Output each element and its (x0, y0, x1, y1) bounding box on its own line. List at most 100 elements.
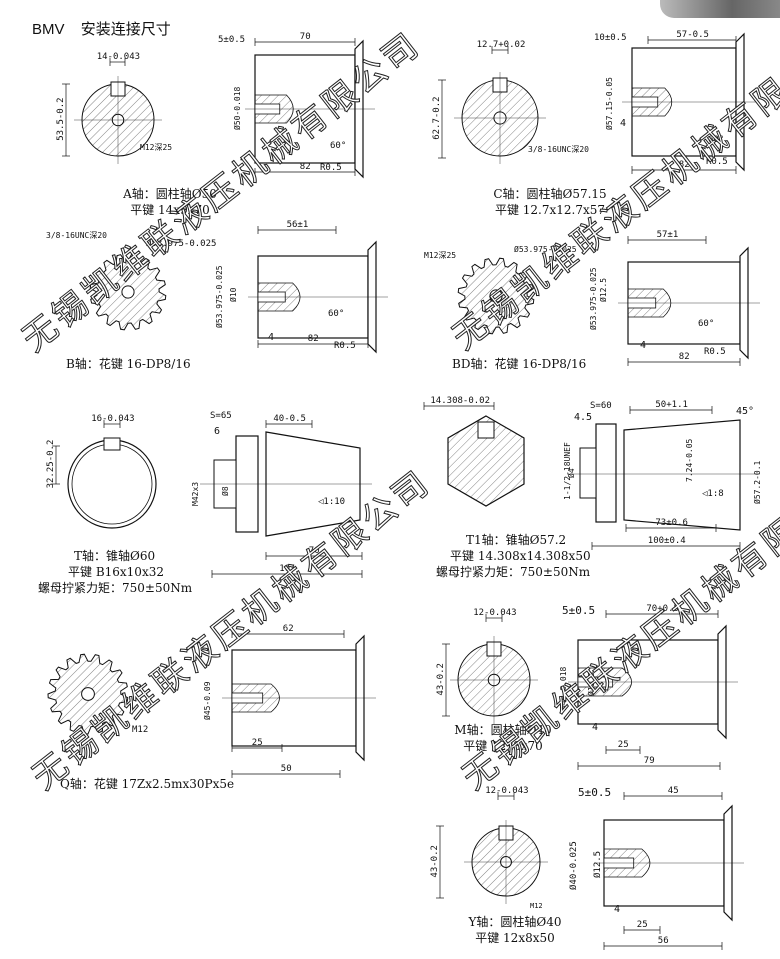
T1-hex-section (447, 415, 525, 507)
T1-gauge-dia: 7.24-0.05 (685, 438, 694, 482)
Y-key-width: 12-0.043 (485, 786, 528, 796)
T1-angle: 45° (736, 406, 754, 417)
T-diameter: 32.25-0.2 (46, 440, 56, 489)
BD-shaft-length: 57±1 (657, 230, 679, 240)
caption-A: A轴：圆柱轴Ø50 平键 14x9x70 (60, 186, 280, 218)
B-small-length: 4 (268, 332, 274, 343)
caption-T-line2: 平键 B16x10x32 (68, 565, 164, 579)
M-shaft-length: 70+0.5 (646, 604, 679, 614)
C-angle: 60° (708, 135, 724, 145)
C-key-length: 10±0.5 (594, 33, 627, 43)
M-diameter: 43-0.2 (436, 663, 446, 696)
B-thread-label: 3/8-16UNC深20 (46, 231, 107, 240)
T1-taper (623, 419, 741, 531)
C-key-width: 12.7+0.02 (477, 40, 526, 50)
M-key-width: 12-0.043 (473, 608, 516, 618)
caption-B: B轴：花键 16-DP8/16 (66, 356, 286, 372)
T1-key-width: 14.308-0.02 (430, 396, 490, 406)
A-angle: 60° (330, 141, 346, 151)
caption-BD: BD轴：花键 16-DP8/16 (452, 356, 672, 372)
C-total-length: 82 (679, 160, 690, 170)
caption-T: T轴：锥轴Ø60 平键 B16x10x32 螺母拧紧力矩：750±50Nm (38, 548, 268, 596)
M-small-length: 4 (592, 722, 598, 733)
Y-len-a: 25 (637, 920, 648, 930)
A-thread-label: M12深25 (140, 143, 172, 152)
T1-mid-length: 73±0.6 (655, 518, 688, 528)
Q-len-a: 25 (252, 738, 263, 748)
caption-A-line1: A轴：圆柱轴Ø50 (123, 187, 217, 201)
T1-thread-label: 1-1/2-18UNEF (563, 442, 572, 500)
caption-A-line2: 平键 14x9x70 (130, 203, 210, 217)
Y-shaft-length: 45 (668, 786, 679, 796)
corner-logo-fragment (660, 0, 780, 18)
sheet-title: BMV 安装连接尺寸 (32, 18, 171, 39)
caption-Y-line1: Y轴：圆柱轴Ø40 (468, 915, 562, 929)
caption-Q: Q轴：花键 17Zx2.5mx30Px5e (60, 776, 310, 792)
caption-M-line1: M轴：圆柱轴Ø40 (454, 723, 552, 737)
BD-center-bore (489, 289, 503, 303)
T-shaft-section (67, 439, 157, 529)
caption-BD-line1: BD轴：花键 16-DP8/16 (452, 357, 587, 371)
T1-nut-length: 4.5 (574, 412, 592, 423)
caption-C: C轴：圆柱轴Ø57.15 平键 12.7x12.7x57 (440, 186, 660, 218)
Q-dia: Ø45-0.09 (202, 681, 212, 720)
caption-Y-line2: 平键 12x8x50 (475, 931, 555, 945)
T1-taper-ratio: ◁1:8 (702, 489, 724, 499)
B-pilot-dia: Ø53.975-0.025 (214, 265, 224, 328)
T1-taper-dia: Ø57.2-0.1 (752, 460, 762, 504)
B-shaft-length: 56±1 (287, 220, 309, 230)
BD-angle: 60° (698, 319, 714, 329)
Y-pilot-dia: Ø40-0.025 (568, 841, 579, 890)
BD-radius: R0.5 (704, 347, 726, 357)
T-bore-dia: Ø8 (220, 486, 230, 496)
Q-center-bore (81, 687, 95, 701)
C-diameter: 62.7-0.2 (432, 96, 442, 139)
Y-thread-label: M12 (530, 902, 543, 910)
BD-spline-dia: Ø53.975-0.025 (514, 244, 577, 254)
title-label: 安装连接尺寸 (80, 21, 171, 38)
A-pilot-dia: Ø50-0.018 (232, 86, 242, 130)
B-bore-dia: Ø10 (228, 287, 238, 302)
C-small-length: 4 (620, 118, 626, 129)
M-len-a: 25 (618, 740, 629, 750)
BD-total-length: 82 (679, 352, 690, 362)
A-small-length: 4 (240, 154, 246, 165)
Y-key-length: 5±0.5 (578, 786, 611, 799)
A-total-length: 82 (300, 162, 311, 172)
Q-total-length: 62 (283, 624, 294, 634)
B-spline-dia: Ø53.975-0.025 (146, 238, 216, 249)
T-nut-length: 6 (214, 426, 220, 437)
T1-wrench-size: S=60 (590, 401, 612, 411)
C-thread-label: 3/8-16UNC深20 (528, 145, 589, 154)
Y-diameter: 43-0.2 (430, 845, 440, 878)
Y-small-length: 4 (614, 904, 620, 915)
B-radius: R0.5 (334, 341, 356, 351)
Q-len-b: 50 (281, 764, 292, 774)
A-key-length: 5±0.5 (218, 35, 245, 45)
T-key-width: 16-0.043 (91, 414, 134, 424)
C-shaft-length: 57-0.5 (676, 30, 709, 40)
B-center-bore (121, 285, 135, 299)
T1-bore-dia: Ø4 (566, 468, 576, 478)
T1-key-length: 50+1.1 (655, 400, 688, 410)
caption-C-line1: C轴：圆柱轴Ø57.15 (493, 187, 607, 201)
BD-bore-dia: Ø12.5 (598, 278, 608, 302)
caption-T-line1: T轴：锥轴Ø60 (74, 549, 156, 563)
C-pilot-dia: Ø57.15-0.05 (604, 77, 614, 130)
BD-thread-label: M12深25 (424, 251, 456, 260)
caption-C-line2: 平键 12.7x12.7x57 (494, 203, 606, 217)
caption-T1-line1: T1轴：锥轴Ø57.2 (466, 533, 567, 547)
Y-bore-dia: Ø12.5 (592, 851, 603, 878)
M-pilot-dia: Ø40-0.018 (558, 666, 568, 710)
brand-label: BMV (32, 21, 65, 38)
panel-A-drawing: 14-0.04353.5-0.2M12深25705±0.582460°R0.5Ø… (56, 32, 375, 179)
B-total-length: 82 (308, 334, 319, 344)
T-wrench-size: S=65 (210, 411, 232, 421)
caption-T1: T1轴：锥轴Ø57.2 平键 14.308x14.308x50 螺母拧紧力矩：7… (436, 532, 676, 580)
T1-nut (595, 423, 617, 523)
A-radius: R0.5 (320, 163, 342, 173)
BD-pilot-dia: Ø53.975-0.025 (588, 267, 598, 330)
